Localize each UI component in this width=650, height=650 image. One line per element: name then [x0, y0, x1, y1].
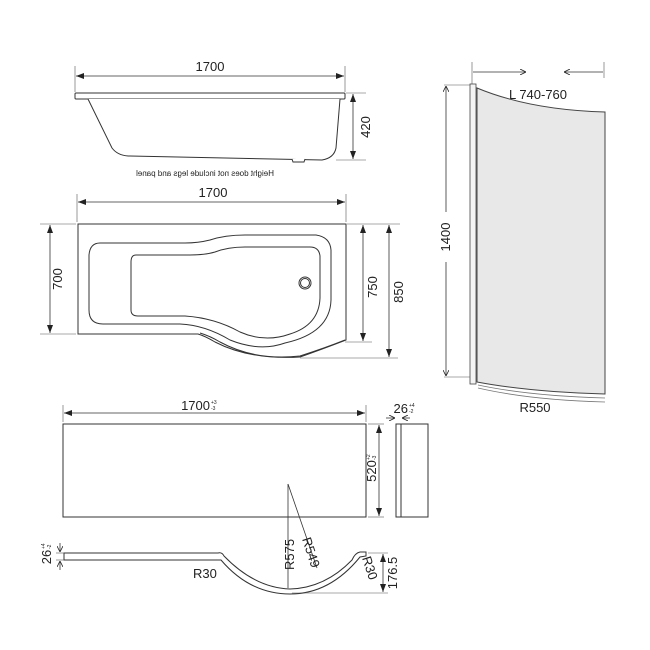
height-note: Height does not include legs and panel [136, 169, 274, 178]
screen-radius-label: R550 [519, 400, 550, 415]
curve-depth-label: 176.5 [385, 557, 400, 590]
bath-panel-plan: 26 +4 -2 R30 R575 R549 R30 176.5 [39, 535, 400, 595]
panel-height-tolerance-plus: +2 [366, 454, 372, 460]
bath-side-elevation: 1700 420 Height does not include legs an… [74, 59, 373, 178]
bath-rim [74, 92, 346, 100]
screen-height-label: 1400 [438, 223, 453, 252]
screen-glass [476, 87, 606, 395]
panel-plan-profile [63, 551, 367, 595]
plan-depth-700-label: 700 [50, 268, 65, 290]
screen-wall-profile [469, 83, 477, 385]
screen-width-label: L 740-760 [509, 87, 567, 102]
elevation-height-label: 420 [358, 116, 373, 138]
panel-front-face [62, 423, 367, 518]
bath-basin [130, 246, 321, 339]
plan-depth-750-label: 750 [365, 276, 380, 298]
panel-height-label: 520 [364, 460, 379, 482]
bath-screen: L 740-760 1400 R550 [438, 62, 606, 415]
waste-outlet [291, 158, 306, 163]
panel-length-tolerance-minus: -3 [211, 406, 216, 412]
panel-plan-thickness-label: 26 [39, 550, 54, 564]
elevation-width-label: 1700 [196, 59, 225, 74]
panel-thickness-label: 26 [394, 401, 408, 416]
outer-radius-label: R575 [282, 539, 297, 570]
panel-thickness-tolerance-plus: +4 [409, 403, 415, 409]
plan-depth-850-label: 850 [391, 281, 406, 303]
bath-panel-front: 1700 +3 -3 520 +2 -3 26 +4 -2 [62, 398, 429, 588]
panel-length-label: 1700 [181, 398, 210, 413]
inner-radius-label: R549 [299, 535, 323, 569]
bath-body [87, 98, 341, 161]
corner-radius-left-label: R30 [193, 566, 217, 581]
panel-height-tolerance-minus: -3 [372, 455, 378, 460]
panel-plan-thickness-tolerance-minus: -2 [47, 544, 53, 549]
bath-plan-view: 1700 700 750 850 [40, 185, 406, 359]
corner-radius-right-label: R30 [359, 554, 381, 581]
panel-plan-thickness-tolerance-plus: +4 [41, 543, 47, 549]
panel-thickness-tolerance-minus: -2 [409, 409, 414, 415]
panel-length-tolerance-plus: +3 [211, 400, 217, 406]
plan-width-label: 1700 [199, 185, 228, 200]
